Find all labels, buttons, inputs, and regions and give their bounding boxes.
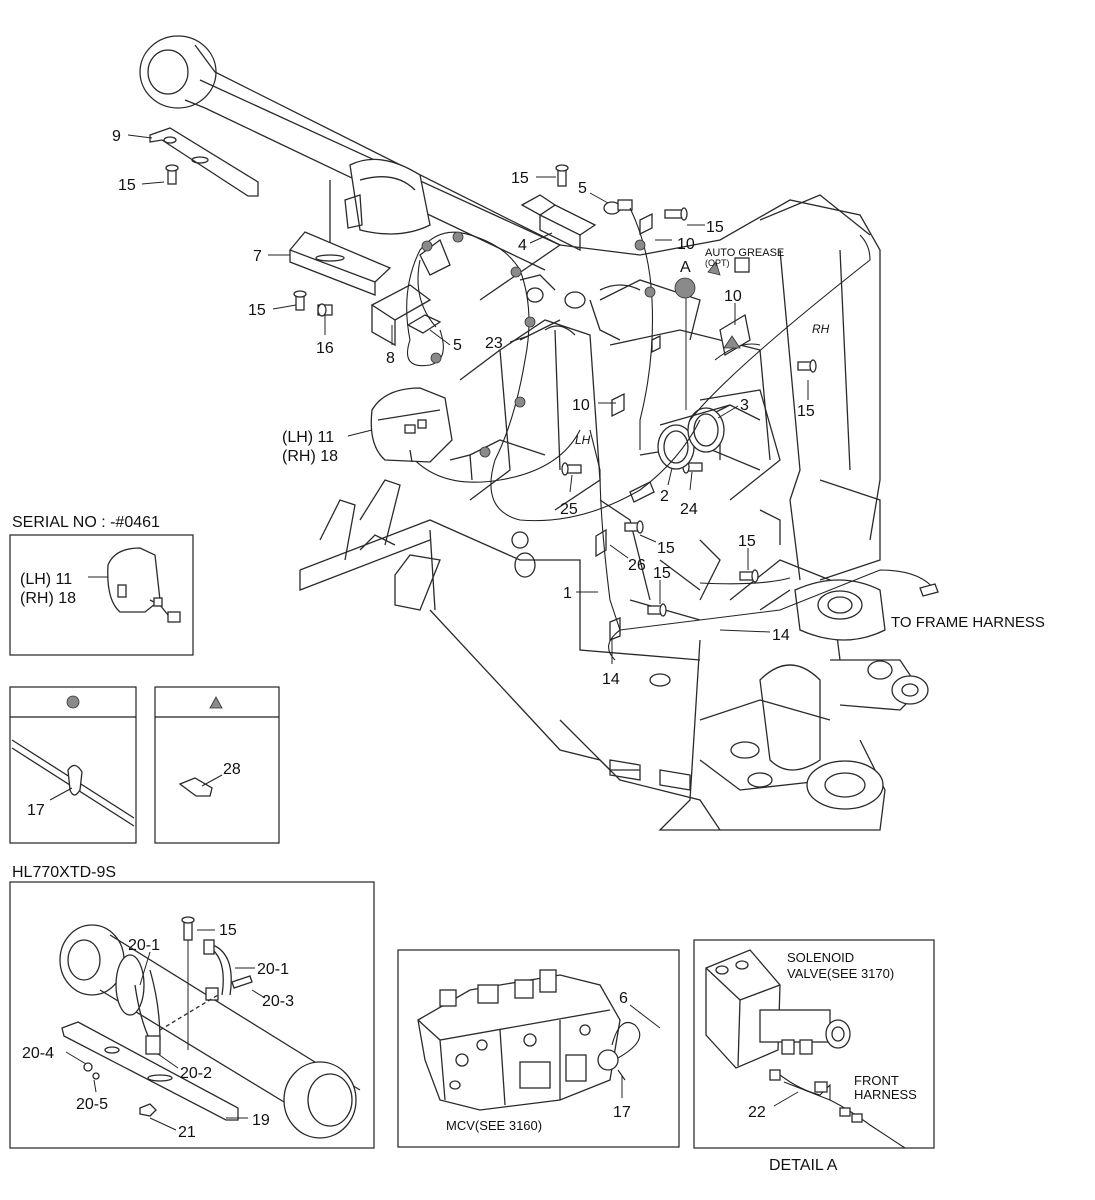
callout-15: 15	[653, 565, 671, 582]
bracket-markers	[707, 261, 741, 349]
legend-callout-17: 17	[27, 802, 45, 819]
work-lamp	[370, 387, 453, 463]
bolt	[739, 569, 759, 583]
mcv-callout-6: 6	[619, 990, 628, 1007]
auto-grease-label: AUTO GREASE	[705, 247, 784, 259]
triangle-marker-icon	[209, 696, 223, 709]
work-lamp-old	[107, 547, 161, 613]
legend-callout-28: 28	[223, 761, 241, 778]
circle-marker-icon	[66, 695, 80, 709]
bolt	[165, 164, 179, 185]
hl-callout-19: 19	[252, 1112, 270, 1129]
callout-4: 4	[518, 237, 527, 254]
callout-10: 10	[572, 397, 590, 414]
harness-label: HARNESS	[854, 1087, 917, 1102]
callout-15: 15	[118, 177, 136, 194]
brackets	[149, 127, 751, 641]
callout-15: 15	[657, 540, 675, 557]
sensor-3	[687, 407, 725, 453]
callout-15: 15	[248, 302, 266, 319]
boom-cylinder	[139, 35, 561, 276]
callout-16: 16	[316, 340, 334, 357]
legend-triangle-box: 28	[154, 686, 280, 844]
callout-2: 2	[660, 488, 669, 505]
bolt	[555, 164, 569, 187]
callout-10: 10	[677, 236, 695, 253]
front-frame	[299, 194, 929, 831]
bolt	[647, 603, 667, 617]
clip-markers	[421, 231, 696, 458]
bolt	[317, 303, 333, 317]
callout-15: 15	[738, 533, 756, 550]
detail-a-inset: SOLENOID VALVE(SEE 3170) FRONT HARNESS 2…	[693, 939, 935, 1174]
callout-14: 14	[772, 627, 790, 644]
hl-callout-20-5: 20-5	[76, 1096, 108, 1113]
callout-15: 15	[706, 219, 724, 236]
serial-rh-18: (RH) 18	[20, 590, 76, 607]
callout-1: 1	[563, 585, 572, 602]
bolt	[624, 520, 644, 534]
main-illustration	[139, 35, 939, 831]
callout-9: 9	[112, 128, 121, 145]
hl-callout-20-2: 20-2	[180, 1065, 212, 1082]
front-label: FRONT	[854, 1073, 899, 1088]
callout-lh-11: (LH) 11	[282, 429, 334, 446]
callout-rh-18: (RH) 18	[282, 448, 338, 465]
callout-23: 23	[485, 335, 503, 352]
hl770-inset: HL770XTD-9S 15 20-1 20-1 20-3	[9, 864, 375, 1149]
detail-callout-22: 22	[748, 1104, 766, 1121]
solenoid-label: SOLENOID	[787, 950, 854, 965]
hl770-title: HL770XTD-9S	[12, 864, 116, 881]
auto-grease-unit	[734, 257, 750, 273]
mcv-inset: 6 17 MCV(SEE 3160)	[397, 949, 680, 1148]
callout-10: 10	[724, 288, 742, 305]
callout-5: 5	[453, 337, 462, 354]
serial-no-inset: SERIAL NO : -#0461 (LH) 11 (RH) 18	[9, 514, 194, 656]
callout-a: A	[680, 259, 691, 276]
bolt	[561, 462, 582, 476]
hl-callout-15: 15	[219, 922, 237, 939]
mcv-callout-17: 17	[613, 1104, 631, 1121]
callout-25: 25	[560, 501, 578, 518]
lh-side-label: LH	[575, 433, 591, 447]
hl-callout-21: 21	[178, 1124, 196, 1141]
bolt	[797, 359, 817, 373]
to-frame-harness-label: TO FRAME HARNESS	[891, 614, 1045, 631]
detail-a-caption: DETAIL A	[769, 1157, 838, 1174]
serial-lh-11: (LH) 11	[20, 571, 72, 588]
callout-14: 14	[602, 671, 620, 688]
bolt	[181, 916, 195, 941]
callout-5: 5	[578, 180, 587, 197]
bolts	[165, 164, 817, 617]
callout-24: 24	[680, 501, 698, 518]
callout-15: 15	[797, 403, 815, 420]
mcv-caption: MCV(SEE 3160)	[446, 1118, 542, 1133]
main-callouts: 9 15 7 15 16 8 5 23 15 5 4 15 10 A AUTO …	[112, 128, 1045, 688]
hl-callout-20-3: 20-3	[262, 993, 294, 1010]
callout-15: 15	[511, 170, 529, 187]
auto-grease-opt-label: (OPT)	[705, 258, 730, 268]
bolt	[664, 207, 688, 221]
callout-26: 26	[628, 557, 646, 574]
hl-callout-20-1: 20-1	[257, 961, 289, 978]
callout-3: 3	[740, 397, 749, 414]
legend-circle-box: 17	[9, 686, 137, 844]
solenoid-valve-label: VALVE(SEE 3170)	[787, 966, 894, 981]
callout-8: 8	[386, 350, 395, 367]
callout-7: 7	[253, 248, 262, 265]
bracket-28	[178, 777, 213, 797]
sensors	[406, 199, 731, 470]
wire-harness	[406, 207, 939, 661]
hl-callout-20-1: 20-1	[128, 937, 160, 954]
rh-side-label: RH	[812, 322, 830, 336]
hl-callout-20-4: 20-4	[22, 1045, 54, 1062]
bolt	[293, 290, 307, 311]
serial-no-title: SERIAL NO : -#0461	[12, 514, 160, 531]
